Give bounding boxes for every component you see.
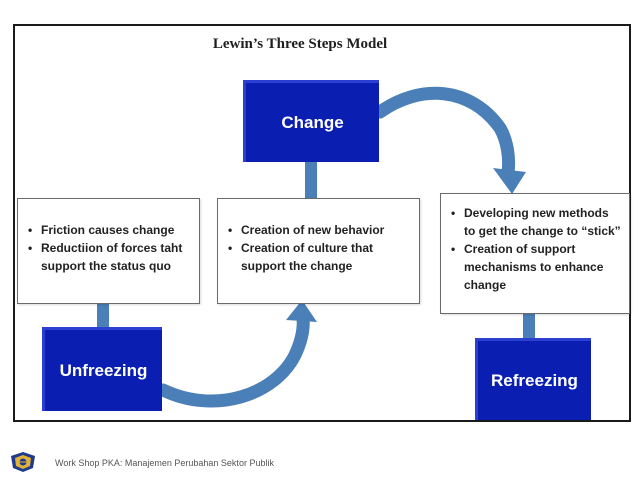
arrow-change-to-refreezing-head (493, 168, 526, 194)
connector-refreezing (523, 314, 535, 338)
list-item: Creation of culture that support the cha… (224, 239, 413, 275)
diagram-title: Lewin’s Three Steps Model (212, 36, 388, 52)
ministry-logo-icon (11, 452, 35, 472)
unfreezing-list: Friction causes change Reductiion of for… (24, 221, 193, 275)
box-unfreezing: Friction causes change Reductiion of for… (17, 198, 200, 304)
footer-text: Work Shop PKA: Manajemen Perubahan Sekto… (55, 458, 274, 468)
stage-refreezing: Refreezing (475, 338, 591, 420)
box-refreezing: Developing new methods to get the change… (440, 193, 630, 314)
list-item: Reductiion of forces taht support the st… (24, 239, 193, 275)
list-item: Creation of support mechanisms to enhanc… (447, 240, 623, 294)
connector-unfreezing (97, 303, 109, 327)
stage-unfreezing: Unfreezing (42, 327, 162, 411)
connector-change (305, 160, 317, 198)
list-item: Developing new methods to get the change… (447, 204, 623, 240)
arrow-unfreezing-to-change-head (286, 300, 317, 322)
stage-change: Change (243, 80, 379, 162)
arrow-change-to-refreezing (373, 86, 516, 179)
change-list: Creation of new behavior Creation of cul… (224, 221, 413, 275)
list-item: Creation of new behavior (224, 221, 413, 239)
box-change: Creation of new behavior Creation of cul… (217, 198, 420, 304)
list-item: Friction causes change (24, 221, 193, 239)
refreezing-list: Developing new methods to get the change… (447, 204, 623, 294)
arrow-unfreezing-to-change (156, 311, 310, 408)
